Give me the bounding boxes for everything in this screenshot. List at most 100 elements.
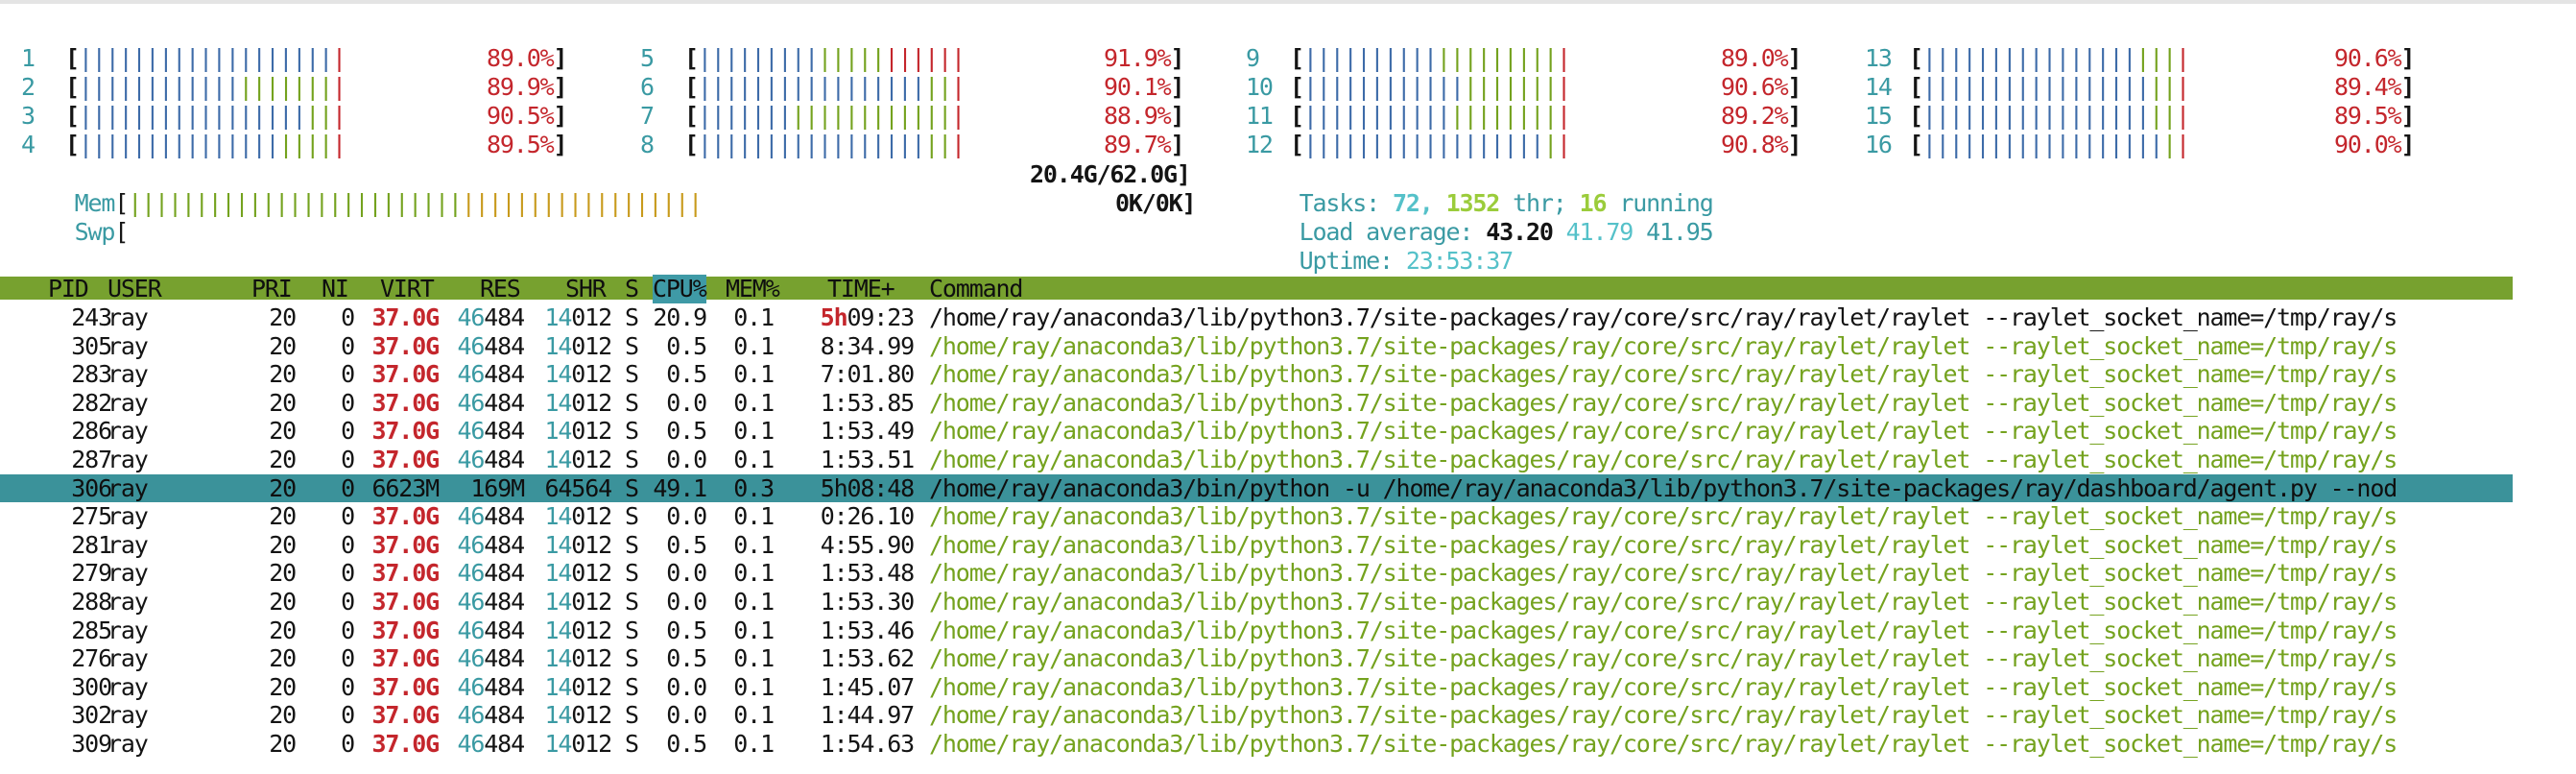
cpu-meter-3: 3[||||||||||||||||||||: [21, 102, 346, 130]
cell-state: S: [625, 388, 639, 417]
cpu-id: 16: [1865, 131, 1893, 158]
running-count: 16: [1579, 188, 1608, 217]
cell-time: 5h09:23: [820, 303, 915, 331]
window-top-edge: [0, 0, 2576, 4]
column-cpu-sorted[interactable]: CPU%: [653, 275, 707, 303]
cpu-usage-bar: ||||||||||||||||||||: [78, 131, 346, 158]
cell-mem: 0.1: [733, 502, 775, 531]
cell-cpu: 0.5: [666, 530, 707, 559]
cell-pri: 20: [269, 672, 297, 701]
cell-pri: 20: [269, 616, 297, 644]
cpu-percent-9: 89.0%]: [1721, 44, 1802, 72]
cell-time: 8:34.99: [820, 331, 915, 360]
column-ni[interactable]: NI: [322, 275, 349, 302]
cpu-percent-1: 89.0%]: [487, 44, 568, 72]
cpu-id: 8: [640, 131, 655, 158]
cpu-usage-bar: ||||||||||||||||||||: [697, 131, 966, 158]
cell-ni: 0: [341, 672, 355, 701]
cpu-id: 15: [1865, 102, 1893, 130]
cell-command: /home/ray/anaconda3/lib/python3.7/site-p…: [929, 701, 2397, 730]
cpu-usage-bar: ||||||||||||||||||||: [1302, 102, 1571, 130]
cpu-id: 13: [1865, 44, 1893, 72]
cell-virt: 37.0G: [371, 417, 440, 446]
cell-shr: 14012: [544, 644, 612, 673]
cell-mem: 0.1: [733, 701, 775, 730]
cell-user: ray: [107, 559, 149, 588]
column-res[interactable]: RES: [480, 275, 521, 302]
column-time[interactable]: TIME+: [827, 275, 895, 302]
column-virt[interactable]: VIRT: [380, 275, 435, 302]
cell-pid: 286: [71, 417, 112, 446]
cell-state: S: [625, 502, 639, 531]
cell-res: 46484: [457, 331, 525, 360]
memory-bracket-open: [: [114, 188, 129, 217]
cell-shr: 14012: [544, 672, 612, 701]
column-state[interactable]: S: [625, 275, 639, 302]
cell-time: 7:01.80: [820, 360, 915, 389]
cell-cpu: 0.5: [666, 730, 707, 758]
cell-command: /home/ray/anaconda3/bin/python -u /home/…: [929, 473, 2397, 502]
column-pid[interactable]: PID: [48, 275, 89, 302]
cell-mem: 0.1: [733, 730, 775, 758]
cell-pid: 279: [71, 559, 112, 588]
cpu-percent-6: 90.1%]: [1104, 73, 1185, 101]
column-user[interactable]: USER: [107, 275, 162, 302]
cell-virt: 37.0G: [371, 701, 440, 730]
cell-virt: 37.0G: [371, 672, 440, 701]
swap-label: Swp: [74, 217, 116, 246]
cpu-meter-4: 4[||||||||||||||||||||: [21, 131, 346, 158]
cell-command: /home/ray/anaconda3/lib/python3.7/site-p…: [929, 730, 2397, 758]
cell-state: S: [625, 701, 639, 730]
cell-virt: 6623M: [371, 473, 440, 502]
cpu-id: 14: [1865, 73, 1893, 101]
cpu-usage-bar: ||||||||||||||||||||: [697, 73, 966, 101]
cell-cpu: 0.5: [666, 616, 707, 644]
cell-user: ray: [107, 417, 149, 446]
cell-res: 46484: [457, 644, 525, 673]
cell-virt: 37.0G: [371, 388, 440, 417]
cell-ni: 0: [341, 417, 355, 446]
cpu-percent-10: 90.6%]: [1721, 73, 1802, 101]
column-pri[interactable]: PRI: [251, 275, 293, 302]
column-command[interactable]: Command: [929, 275, 1023, 302]
column-mem[interactable]: MEM%: [726, 275, 780, 302]
cell-res: 46484: [457, 701, 525, 730]
cell-ni: 0: [341, 730, 355, 758]
cell-state: S: [625, 303, 639, 331]
tasks-summary: Tasks: 72, 1352 thr; 16 running: [1299, 188, 1714, 217]
cell-virt: 37.0G: [371, 616, 440, 644]
cell-res: 46484: [457, 559, 525, 588]
cpu-percent-16: 90.0%]: [2334, 131, 2416, 158]
cell-pid: 288: [71, 588, 112, 616]
cell-state: S: [625, 530, 639, 559]
cell-cpu: 0.0: [666, 502, 707, 531]
cell-pid: 287: [71, 446, 112, 473]
load-5min: 41.79: [1565, 217, 1634, 246]
cell-state: S: [625, 559, 639, 588]
cell-ni: 0: [341, 388, 355, 417]
cell-cpu: 0.5: [666, 417, 707, 446]
cell-cpu: 0.0: [666, 388, 707, 417]
column-shr[interactable]: SHR: [565, 275, 607, 302]
cell-user: ray: [107, 473, 149, 502]
cpu-usage-bar: ||||||||||||||||||||: [78, 102, 346, 130]
memory-bar: ||||||||||||||||||||||||||||||||||||||||…: [128, 188, 703, 217]
cpu-meter-1: 1[||||||||||||||||||||: [21, 44, 346, 72]
cell-user: ray: [107, 701, 149, 730]
